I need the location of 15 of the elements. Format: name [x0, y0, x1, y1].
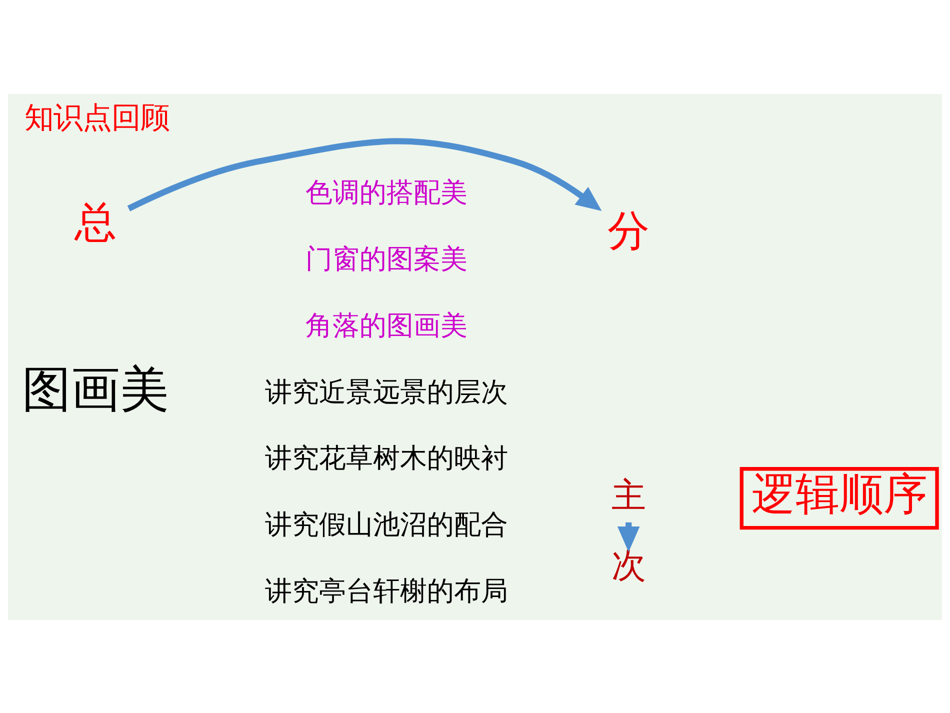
diagram-title: 知识点回顾	[24, 100, 170, 134]
node-text: 图画美	[22, 360, 169, 418]
node-text: 角落的图画美	[306, 310, 468, 340]
node-text: 分	[608, 208, 650, 254]
node-text: 讲究亭台轩榭的布局	[265, 575, 508, 606]
node-text: 主	[612, 475, 646, 516]
node-text: 色调的搭配美	[306, 177, 468, 208]
node-text: 讲究假山池沼的配合	[265, 508, 508, 539]
node-text: 次	[612, 545, 646, 586]
node-text: 讲究花草树木的映衬	[265, 442, 508, 473]
node-text: 总	[74, 200, 116, 246]
node-text: 门窗的图案美	[306, 244, 468, 274]
arrow	[127, 138, 602, 211]
node-text: 讲究近景远景的层次	[265, 376, 508, 406]
node-box: 逻辑顺序	[740, 466, 939, 530]
